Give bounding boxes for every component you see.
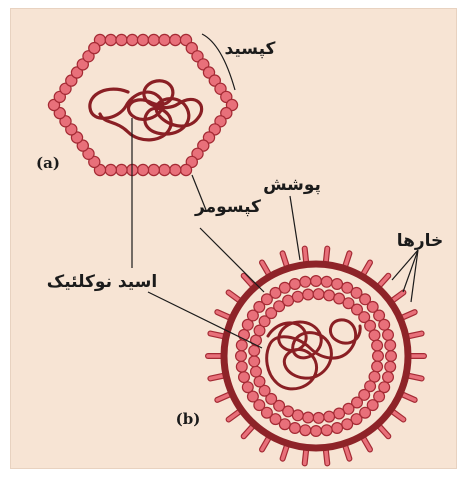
capsomere [386,351,397,362]
label-capsid: کپسید [225,39,276,59]
capsomere [116,34,127,45]
capsomere [311,276,322,287]
label-panel-a: (a) [36,154,60,172]
capsomere [372,340,383,351]
capsomere [236,361,247,372]
capsid-capsomeres-b [236,276,397,437]
spike [305,249,306,262]
capsid-capsomeres [48,34,237,175]
capsomere [251,366,262,377]
capsomere [334,408,345,419]
spike [217,395,229,400]
capsomere [372,361,383,372]
capsomere [300,276,311,287]
capsomere [105,164,116,175]
capsomere [332,423,343,434]
naked-virus [48,34,237,175]
label-envelope: پوشش [263,175,321,195]
capsomere [137,164,148,175]
capsomere [321,276,332,287]
capsomere [313,289,324,300]
capsomere [332,279,343,290]
capsomere [148,164,159,175]
capsomere [369,330,380,341]
capsomere [239,372,250,383]
capsomere [290,423,301,434]
capsomere [324,290,335,301]
capsomere [236,351,247,362]
capsomere [300,425,311,436]
capsomere [383,330,394,341]
capsomere [148,34,159,45]
capsomere [159,164,170,175]
capsomere [249,345,260,356]
capsomere [170,34,181,45]
capsomere [242,382,253,393]
capsomere [373,351,384,362]
spike [326,249,327,262]
capsomere [342,419,353,430]
capsomere [116,164,127,175]
capsomere [89,43,100,54]
leader-spike-3 [411,250,418,302]
spike [403,395,415,400]
capsomere [383,372,394,383]
capsomere [170,164,181,175]
label-nucleic-acid: اسید نوکلئیک [47,272,157,292]
capsomere [292,291,303,302]
capsomere [324,411,335,422]
capsomere [290,279,301,290]
capsomere [159,34,170,45]
capsomere [385,340,396,351]
label-spikes: خارها [397,231,444,251]
label-capsomere: کپسومر [194,197,261,217]
capsomere [303,412,314,423]
capsomere [254,376,265,387]
label-panel-b: (b) [176,410,201,428]
capsomere [379,319,390,330]
nucleic-acid-a [90,81,202,140]
enveloped-virus [208,249,424,464]
capsomere [311,426,322,437]
leader-envelope [290,196,300,260]
capsomere [303,289,314,300]
capsomere [137,34,148,45]
capsomere [313,413,324,424]
capsomere [180,164,191,175]
capsomere [385,361,396,372]
capsomere [321,425,332,436]
spike [403,312,415,317]
capsomere [249,356,260,367]
nucleic-acid-b [267,320,360,389]
capsomere [251,335,262,346]
capsomere [127,34,138,45]
spike [217,312,229,317]
capsomere [236,340,247,351]
leader-capsomere-b [200,228,264,292]
capsomere [105,34,116,45]
capsomere [279,282,290,293]
spike [326,451,327,464]
spike [305,451,306,464]
